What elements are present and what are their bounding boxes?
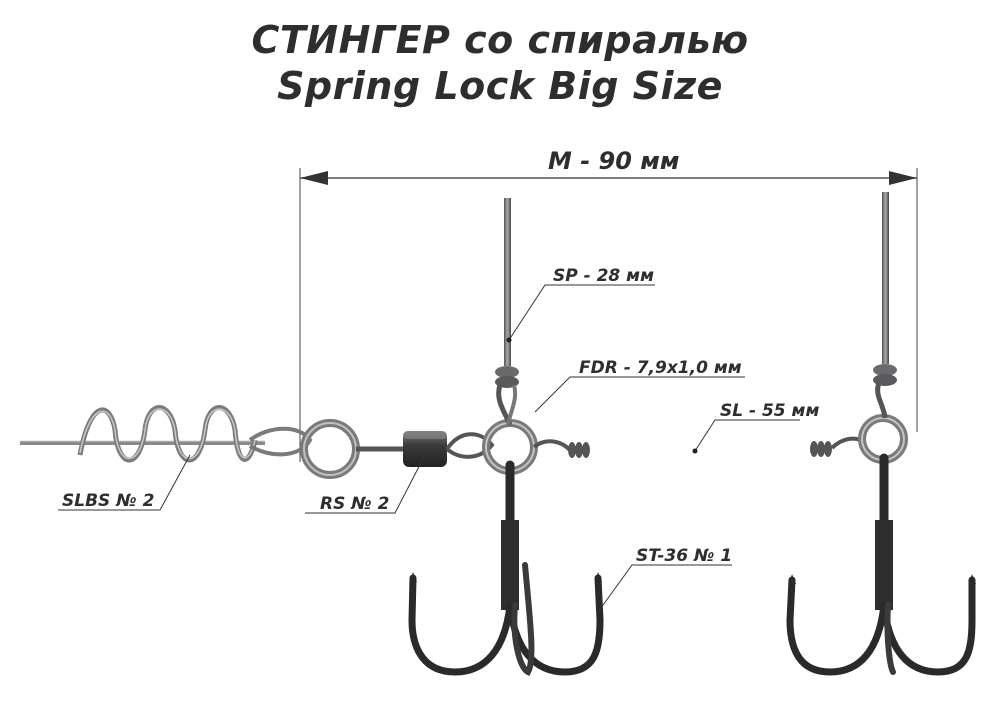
dimension-line: [299, 168, 918, 462]
arrow-right-icon: [889, 171, 917, 185]
steel-leader: [532, 436, 867, 458]
callout-rs: RS № 2: [320, 494, 390, 514]
dimension-label: M - 90 мм: [548, 147, 680, 175]
callout-sl: SL - 55 мм: [720, 401, 820, 421]
callout-fdr: FDR - 7,9x1,0 мм: [579, 358, 742, 378]
arrow-left-icon: [300, 171, 328, 185]
callout-lines: [58, 284, 800, 613]
callout-slbs: SLBS № 2: [62, 491, 155, 511]
diagram-title-line2: Spring Lock Big Size: [277, 64, 723, 108]
pin-1: [495, 198, 519, 426]
treble-hook-1: [408, 460, 604, 676]
pin-2: [873, 192, 897, 419]
diagram-title-line1: СТИНГЕР со спиралью: [251, 18, 749, 62]
rolling-swivel: [356, 431, 495, 467]
callout-sp: SP - 28 мм: [553, 266, 654, 286]
treble-hook-2: [786, 453, 976, 676]
spring-lock-spiral: [20, 405, 313, 463]
callout-st: ST-36 № 1: [636, 546, 733, 566]
